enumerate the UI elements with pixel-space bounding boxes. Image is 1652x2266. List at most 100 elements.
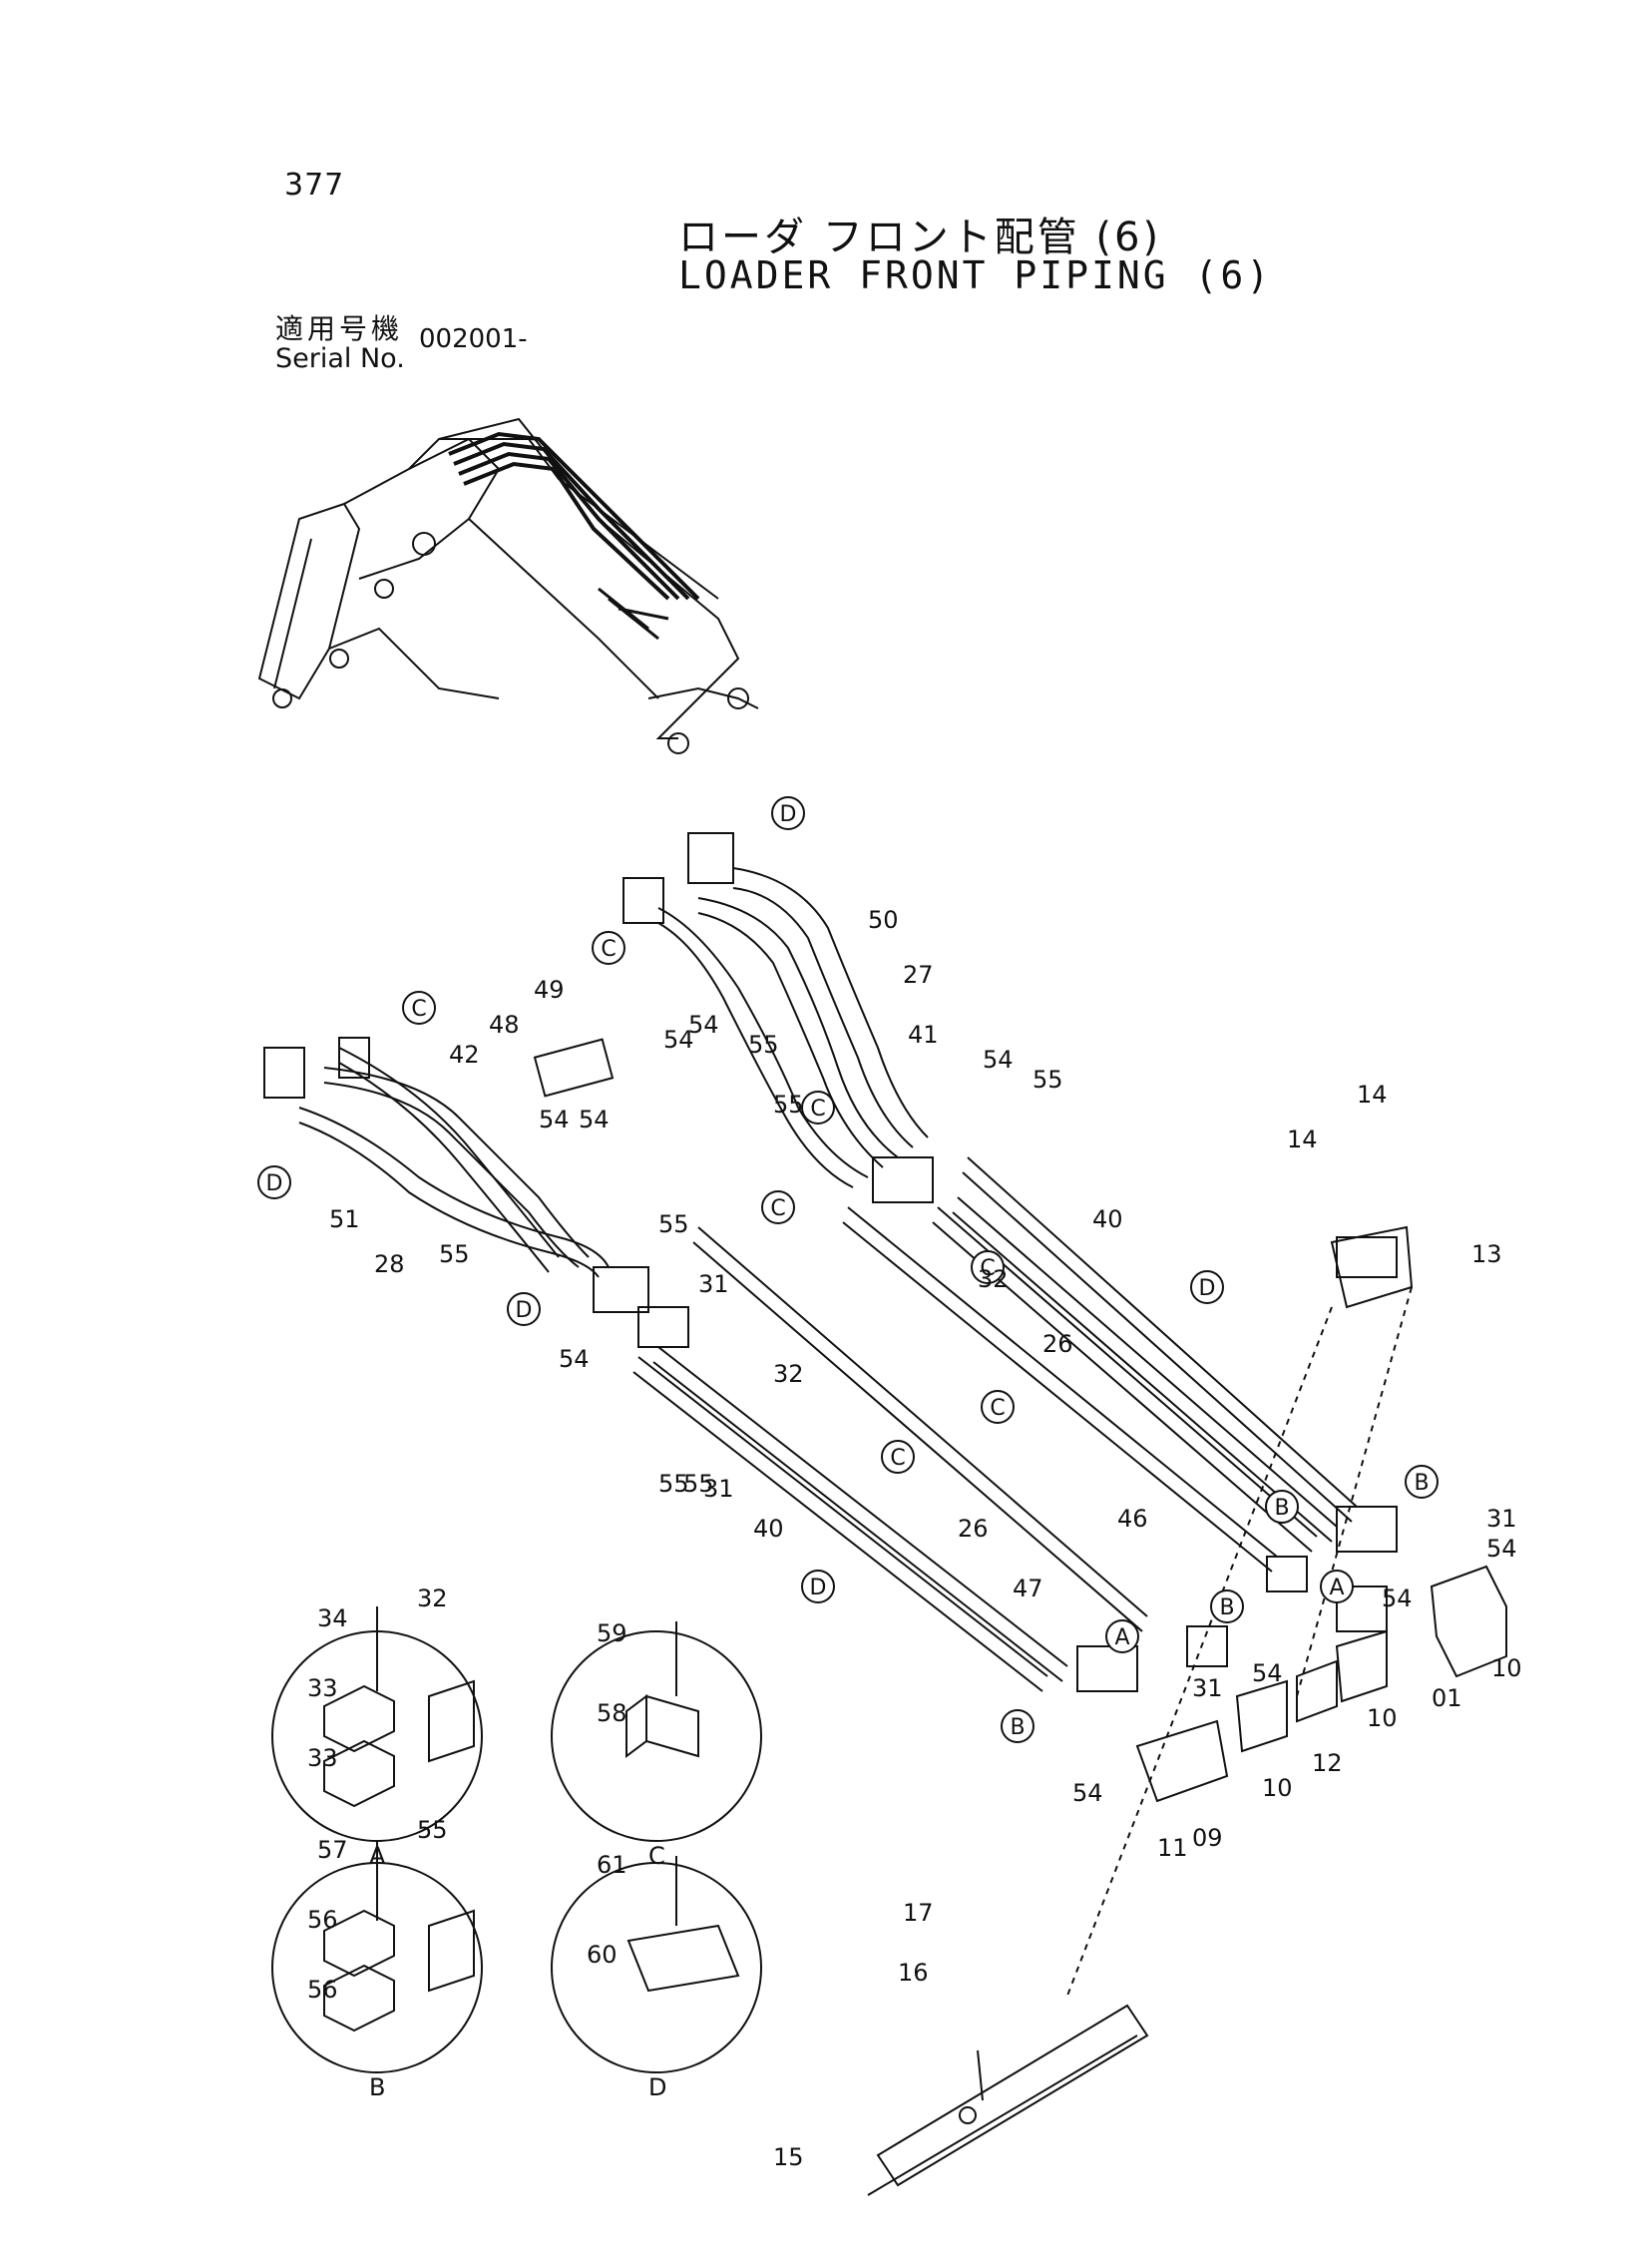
- part-number-label: 27: [903, 961, 934, 989]
- part-number-label: 51: [329, 1205, 360, 1233]
- detail-part-number: 33: [307, 1674, 338, 1702]
- callout-circle: [761, 1190, 795, 1224]
- detail-letter: B: [369, 2073, 385, 2101]
- part-number-label: 31: [703, 1475, 734, 1503]
- part-number-label: 54: [539, 1106, 570, 1133]
- title-japanese: ローダ フロント配管 (6): [678, 215, 1162, 260]
- part-number-label: 54: [1486, 1535, 1517, 1563]
- part-number-label: 55: [439, 1240, 470, 1268]
- part-number-label: 13: [1471, 1240, 1502, 1268]
- callout-circle: [1105, 1619, 1139, 1653]
- part-number-label: 15: [773, 2143, 804, 2171]
- part-number-label: 32: [978, 1265, 1009, 1293]
- page-number: 377: [284, 168, 345, 203]
- callout-circle: [971, 1250, 1005, 1284]
- detail-part-number: 58: [597, 1699, 627, 1727]
- part-number-label: 54: [688, 1011, 719, 1039]
- detail-part-number: 57: [317, 1836, 348, 1864]
- part-number-label: 54: [1382, 1585, 1413, 1612]
- part-number-label: 32: [773, 1360, 804, 1388]
- part-number-label: 47: [1013, 1575, 1043, 1602]
- part-number-label: 28: [374, 1250, 405, 1278]
- pipe-bundle-left: [298, 1047, 610, 1278]
- callout-letter: D: [1199, 1276, 1216, 1301]
- bracket-and-rail: [867, 1225, 1414, 2196]
- part-number-label: 54: [1072, 1779, 1103, 1807]
- part-number-label: 46: [1117, 1505, 1148, 1533]
- part-number-label: 10: [1367, 1704, 1398, 1732]
- detail-part-number: 61: [597, 1851, 627, 1879]
- boom-overview-illustration: [257, 417, 759, 754]
- part-number-label: 12: [1312, 1749, 1343, 1777]
- callout-letter: D: [516, 1298, 533, 1323]
- callout-letter: C: [890, 1446, 905, 1471]
- callout-letter: D: [810, 1576, 827, 1600]
- callout-circle: [1190, 1270, 1224, 1304]
- callout-circle: [592, 931, 625, 965]
- part-number-label: 48: [489, 1011, 520, 1039]
- pipe-bundle-upper: [657, 867, 929, 1188]
- detail-part-number: 55: [417, 1816, 448, 1844]
- part-number-label: 16: [898, 1959, 929, 1987]
- callout-letter: C: [990, 1396, 1005, 1421]
- serial-label-japanese: 適用号機: [275, 312, 404, 345]
- detail-part-number: 59: [597, 1619, 627, 1647]
- detail-part-number: 32: [417, 1585, 448, 1612]
- part-number-label: 55: [1032, 1066, 1063, 1094]
- callout-circle: [1405, 1465, 1439, 1499]
- part-number-label: 42: [449, 1041, 480, 1069]
- serial-number-value: 002001-: [419, 324, 528, 354]
- part-number-label: 54: [1252, 1659, 1283, 1687]
- callout-letter: A: [1114, 1625, 1129, 1650]
- callout-letter: C: [601, 937, 616, 962]
- callout-circle: [771, 796, 805, 830]
- callout-letter: B: [1274, 1496, 1289, 1521]
- detail-letter: D: [648, 2073, 666, 2101]
- part-number-label: 54: [579, 1106, 610, 1133]
- callout-circle: [402, 991, 436, 1025]
- part-number-label: 40: [1092, 1205, 1123, 1233]
- detail-part-number: 34: [317, 1604, 348, 1632]
- part-number-label: 26: [958, 1515, 989, 1543]
- callout-circle: [801, 1091, 835, 1125]
- callout-letter: C: [810, 1097, 825, 1122]
- callout-letter: A: [1329, 1576, 1344, 1600]
- part-number-label: 54: [983, 1046, 1014, 1074]
- part-number-label: 40: [753, 1515, 784, 1543]
- part-number-label: 31: [1486, 1505, 1517, 1533]
- detail-circles: [271, 1606, 762, 2073]
- part-number-label: 55: [658, 1470, 689, 1498]
- part-number-label: 54: [663, 1026, 694, 1054]
- part-number-label: 09: [1192, 1824, 1223, 1852]
- part-number-label: 14: [1357, 1081, 1388, 1109]
- callout-letter: C: [770, 1196, 785, 1221]
- part-number-label: 14: [1287, 1126, 1318, 1153]
- detail-part-number: 56: [307, 1976, 338, 2004]
- part-number-label: 10: [1262, 1774, 1293, 1802]
- flange-blocks: [263, 832, 1398, 1692]
- callout-letter: D: [780, 802, 797, 827]
- manifold-blocks: [1135, 1565, 1507, 1803]
- detail-part-number: 56: [307, 1906, 338, 1934]
- long-pipes: [632, 1156, 1358, 1692]
- detail-part-number: 60: [587, 1941, 618, 1969]
- callout-letter: C: [980, 1256, 995, 1281]
- part-number-label: 31: [698, 1270, 729, 1298]
- callout-letter: C: [411, 997, 426, 1022]
- detail-part-number: 33: [307, 1744, 338, 1772]
- callout-letter: B: [1010, 1715, 1025, 1740]
- callout-circle: [507, 1292, 541, 1326]
- part-number-label: 49: [534, 976, 565, 1004]
- detail-letter: C: [648, 1842, 665, 1870]
- part-number-label: 10: [1491, 1654, 1522, 1682]
- title-english: LOADER FRONT PIPING (6): [678, 253, 1273, 297]
- serial-label-english: Serial No.: [275, 343, 405, 374]
- callout-circle: [1001, 1709, 1034, 1743]
- callout-circle: [801, 1570, 835, 1603]
- part-number-label: 41: [908, 1021, 939, 1049]
- callout-circle: [257, 1165, 291, 1199]
